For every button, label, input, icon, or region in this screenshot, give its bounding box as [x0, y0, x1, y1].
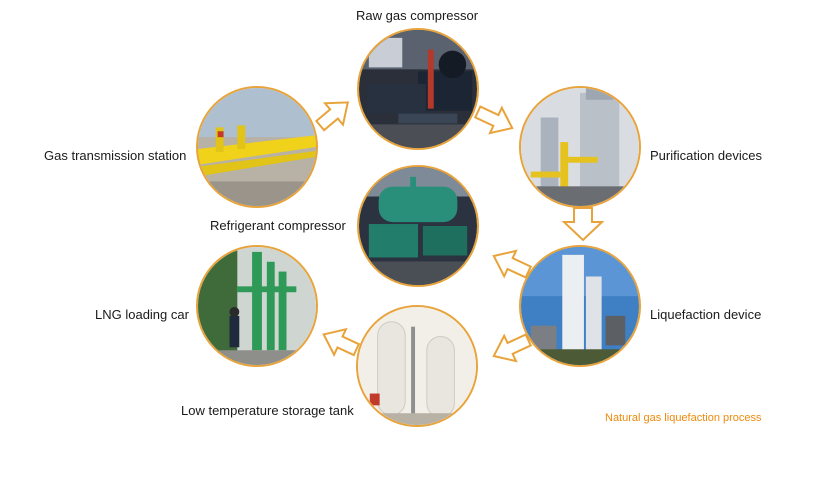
label-lng-loading-car: LNG loading car	[95, 307, 189, 322]
arrow-raw-gas-to-purification	[474, 100, 516, 140]
photo-refrigerant-compressor	[357, 165, 479, 287]
arrow-liquefaction-to-refrigerant	[490, 244, 532, 284]
label-gas-transmission-station: Gas transmission station	[44, 148, 186, 163]
arrow-purification-to-liquefaction	[562, 206, 604, 242]
photo-low-temperature-storage-tank	[356, 305, 478, 427]
label-purification-devices: Purification devices	[650, 148, 762, 163]
label-low-temperature-storage-tank: Low temperature storage tank	[181, 403, 354, 418]
label-refrigerant-compressor: Refrigerant compressor	[210, 218, 346, 233]
photo-gas-transmission-station	[196, 86, 318, 208]
photo-purification-devices	[519, 86, 641, 208]
label-raw-gas-compressor: Raw gas compressor	[356, 8, 478, 23]
photo-lng-loading-car	[196, 245, 318, 367]
arrow-storage-to-loading-car	[320, 322, 360, 362]
diagram-caption: Natural gas liquefaction process	[605, 412, 762, 424]
arrow-station-to-raw-gas	[314, 94, 354, 134]
photo-raw-gas-compressor	[357, 28, 479, 150]
label-liquefaction-device: Liquefaction device	[650, 307, 761, 322]
arrow-liquefaction-to-storage	[490, 328, 532, 368]
photo-liquefaction-device	[519, 245, 641, 367]
